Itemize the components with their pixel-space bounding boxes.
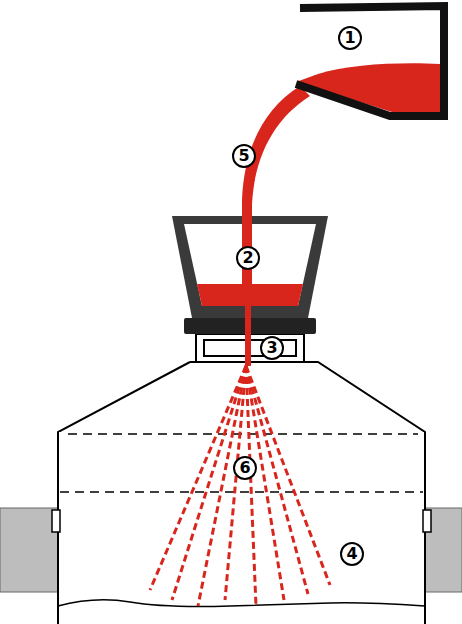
callout-number: 1 <box>338 26 362 50</box>
spray-cone <box>150 366 330 606</box>
melt-stream <box>245 300 251 366</box>
chamber-wall <box>58 432 425 607</box>
callout-number: 3 <box>260 336 284 360</box>
callout-number: 5 <box>232 144 256 168</box>
flange <box>423 510 431 532</box>
ladle <box>296 6 444 116</box>
spray-chamber <box>58 362 425 624</box>
dashed-level <box>60 491 423 493</box>
chamber-inside <box>58 432 425 613</box>
callout-number: 6 <box>233 456 257 480</box>
break-line <box>58 600 425 607</box>
dashed-level <box>68 433 418 435</box>
callout-number: 4 <box>340 542 364 566</box>
support-block <box>0 508 62 592</box>
callout-number: 2 <box>236 246 260 270</box>
flange <box>52 510 60 532</box>
